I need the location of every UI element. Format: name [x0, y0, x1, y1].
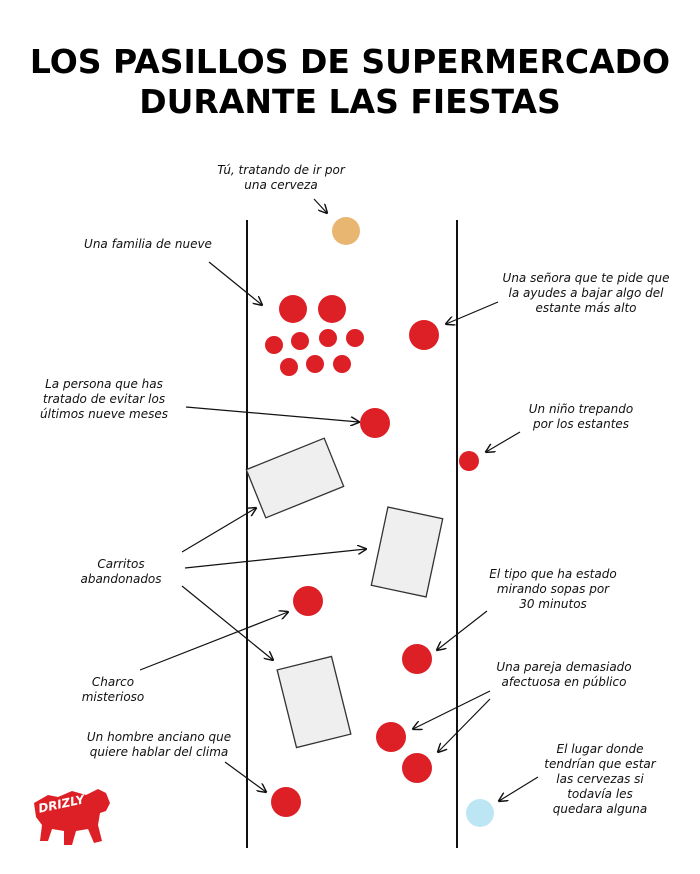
- avoided-person-dot: [360, 408, 390, 438]
- family-member-dot: [318, 295, 346, 323]
- climbing-kid-dot: [459, 451, 479, 471]
- label-you: Tú, tratando de ir por una cerveza: [217, 163, 345, 192]
- old-man-dot: [271, 787, 301, 817]
- puddle-dot: [293, 586, 323, 616]
- arrow: [184, 549, 366, 569]
- arrow: [313, 198, 327, 213]
- label-puddle: Charco misterioso: [81, 675, 145, 704]
- abandoned-cart: [370, 506, 444, 598]
- family-member-dot: [346, 329, 364, 347]
- you-dot: [332, 217, 360, 245]
- arrow: [181, 585, 273, 660]
- family-member-dot: [319, 329, 337, 347]
- arrow: [224, 761, 266, 792]
- label-beer-place: El lugar donde tendrían que estar las ce…: [544, 742, 656, 816]
- label-lady: Una señora que te pide que la ayudes a b…: [502, 271, 670, 315]
- label-couple: Una pareja demasiado afectuosa en públic…: [496, 660, 632, 689]
- soup-guy-dot: [402, 644, 432, 674]
- family-member-dot: [280, 358, 298, 376]
- arrow: [437, 610, 488, 650]
- arrow: [185, 406, 359, 422]
- couple-dot: [402, 753, 432, 783]
- family-member-dot: [333, 355, 351, 373]
- arrow: [413, 690, 491, 729]
- arrow: [499, 776, 539, 801]
- title-line-2: DURANTE LAS FIESTAS: [139, 82, 561, 121]
- couple-dot: [376, 722, 406, 752]
- label-old-man: Un hombre anciano que quiere hablar del …: [86, 730, 232, 759]
- arrow: [208, 261, 262, 305]
- arrow: [486, 431, 521, 452]
- label-carts: Carritos abandonados: [80, 557, 162, 586]
- family-member-dot: [279, 295, 307, 323]
- arrow: [181, 508, 256, 553]
- arrow: [139, 612, 288, 671]
- abandoned-cart: [245, 437, 345, 519]
- label-soup-guy: El tipo que ha estado mirando sopas por …: [489, 567, 617, 611]
- arrow: [438, 698, 491, 752]
- arrow: [446, 301, 499, 324]
- lady-dot: [409, 320, 439, 350]
- title-line-1: LOS PASILLOS DE SUPERMERCADO: [29, 42, 671, 81]
- label-climbing-kid: Un niño trepando por los estantes: [528, 402, 634, 431]
- family-member-dot: [306, 355, 324, 373]
- family-member-dot: [291, 332, 309, 350]
- abandoned-cart: [276, 655, 352, 749]
- drizly-bear-logo: [34, 789, 110, 845]
- label-family: Una familia de nueve: [84, 237, 212, 251]
- label-avoided-person: La persona que has tratado de evitar los…: [40, 377, 168, 421]
- family-member-dot: [265, 336, 283, 354]
- beer-place-dot: [466, 799, 494, 827]
